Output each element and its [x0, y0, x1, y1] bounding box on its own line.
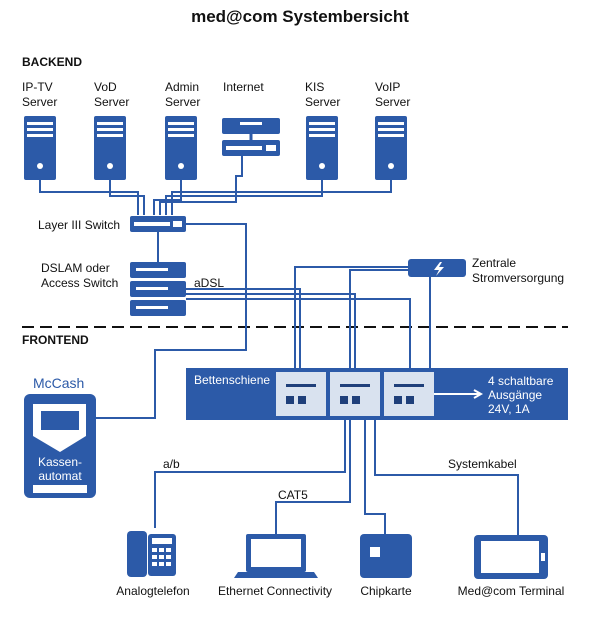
server-label-vod-1: VoD	[94, 80, 117, 94]
power-supply-label-2: Stromversorgung	[472, 271, 564, 285]
adsl-power-cables	[186, 266, 431, 368]
dslam-icon	[130, 262, 186, 316]
layer3-switch-label: Layer III Switch	[38, 218, 120, 232]
chip-card-icon	[360, 534, 412, 578]
server-label-voip-1: VoIP	[375, 80, 400, 94]
device-label-terminal: Med@com Terminal	[458, 584, 565, 598]
analog-phone-icon	[127, 531, 176, 577]
server-label-admin-1: Admin	[165, 80, 199, 94]
admin-server-icon	[165, 116, 197, 180]
mccash-text-1: Kassen-	[38, 455, 82, 469]
laptop-icon	[234, 534, 318, 578]
terminal-tablet-icon	[474, 535, 548, 579]
switch-cables	[95, 223, 247, 419]
server-label-iptv-2: Server	[22, 95, 57, 109]
server-label-voip-2: Server	[375, 95, 410, 109]
diagram-title: med@com Systembersicht	[191, 7, 409, 26]
bettenschiene-rail	[186, 368, 568, 420]
mccash-kiosk-icon	[24, 394, 96, 498]
adsl-label: aDSL	[194, 276, 224, 290]
power-supply-label-1: Zentrale	[472, 256, 516, 270]
dslam-label-2: Access Switch	[41, 276, 118, 290]
server-label-kis-2: Server	[305, 95, 340, 109]
layer3-switch-icon	[130, 216, 186, 232]
bettenschiene-label: Bettenschiene	[194, 373, 270, 387]
mccash-text-2: automat	[38, 469, 82, 483]
server-label-admin-2: Server	[165, 95, 200, 109]
device-label-analogtelefon: Analogtelefon	[116, 584, 189, 598]
server-labels: IP-TV Server VoD Server Admin Server Int…	[22, 80, 410, 109]
server-label-kis-1: KIS	[305, 80, 324, 94]
cable-label-ab: a/b	[163, 457, 180, 471]
internet-router-icon	[222, 118, 280, 156]
bettenschiene-info-1: 4 schaltbare	[488, 374, 554, 388]
mccash-label: McCash	[33, 375, 84, 391]
device-label-ethernet: Ethernet Connectivity	[218, 584, 332, 598]
frontend-cables	[154, 416, 519, 536]
power-supply-icon	[408, 259, 466, 277]
server-label-vod-2: Server	[94, 95, 129, 109]
kis-server-icon	[306, 116, 338, 180]
vod-server-icon	[94, 116, 126, 180]
backend-label: BACKEND	[22, 55, 82, 69]
server-label-iptv-1: IP-TV	[22, 80, 53, 94]
bettenschiene-info-2: Ausgänge	[488, 388, 542, 402]
iptv-server-icon	[24, 116, 56, 180]
device-label-chipkarte: Chipkarte	[360, 584, 412, 598]
backend-cables	[39, 156, 392, 215]
server-label-internet: Internet	[223, 80, 264, 94]
dslam-label-1: DSLAM oder	[41, 261, 110, 275]
voip-server-icon	[375, 116, 407, 180]
frontend-label: FRONTEND	[22, 333, 89, 347]
cable-label-systemkabel: Systemkabel	[448, 457, 517, 471]
cable-label-cat5: CAT5	[278, 488, 308, 502]
bettenschiene-info-3: 24V, 1A	[488, 402, 530, 416]
